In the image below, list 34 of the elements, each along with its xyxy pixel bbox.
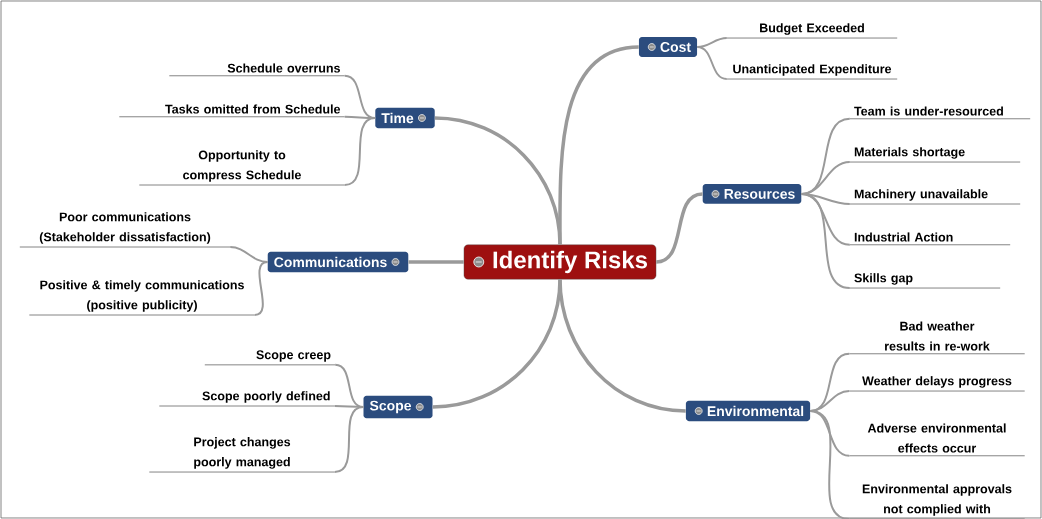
topic-label: Materials shortage	[849, 147, 1021, 163]
topic-label: Schedule overruns	[168, 63, 346, 77]
topic-label: Scope creep	[204, 350, 336, 366]
topic-label: Tasks omitted from Schedule	[118, 104, 346, 118]
branch-line	[333, 406, 365, 474]
topic-label: Positive & timely communications (positive publicity)	[28, 280, 256, 316]
branch-line	[343, 117, 377, 186]
topic-label: Bad weather results in re-work	[848, 321, 1026, 355]
branch-box: Cost	[638, 37, 698, 57]
topic-label: Scope poorly defined	[158, 391, 336, 407]
topic-label: Weather delays progress	[848, 376, 1026, 392]
topic-label: Opportunity to compress Schedule	[138, 150, 346, 186]
branch-box: Time	[375, 107, 435, 129]
branch-line	[655, 192, 703, 264]
branch-line	[558, 279, 686, 413]
central-topic-box: Identify Risks	[463, 244, 657, 280]
topic-label: Skills gap	[849, 273, 1001, 289]
topic-label: Environmental approvals not complied with	[848, 484, 1026, 519]
topic-label: Budget Exceeded	[726, 23, 898, 39]
topic-label: Adverse environmental effects occur	[848, 423, 1026, 457]
branch-box: Communications	[267, 251, 409, 273]
branch-line	[408, 260, 464, 264]
branch-box: Resources	[702, 184, 802, 204]
topic-label: Poor communications (Stakeholder dissatisfaction)	[19, 212, 231, 248]
branch-line	[696, 46, 728, 80]
topic-label: Unanticipated Expenditure	[726, 64, 898, 80]
topic-label: Team is under-resourced	[849, 106, 1031, 120]
topic-label: Industrial Action	[849, 232, 1011, 246]
branch-box: Environmental	[685, 400, 811, 422]
topic-label: Project changes poorly managed	[148, 437, 336, 473]
branch-line	[800, 193, 851, 290]
branch-line	[434, 116, 562, 245]
branch-box: Scope	[363, 395, 433, 419]
topic-label: Machinery unavailable	[849, 189, 1021, 205]
